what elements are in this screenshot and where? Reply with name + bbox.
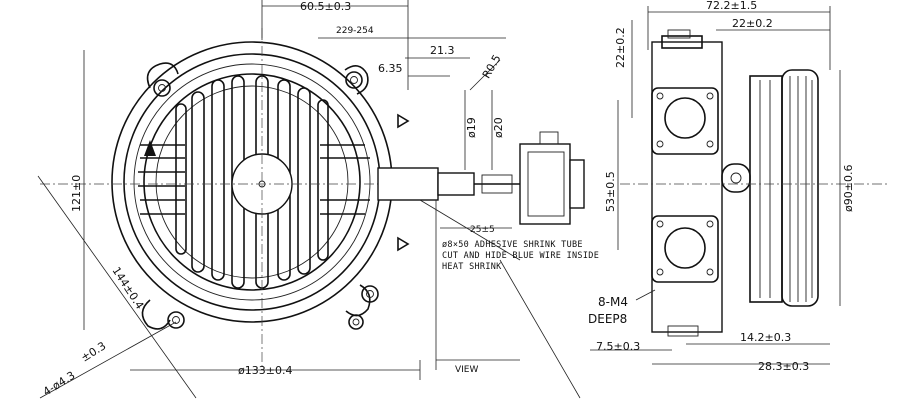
inner-ring-2: [143, 73, 361, 291]
dim-phi90: ø90±0.6: [842, 165, 855, 212]
dim-left-22: 22±0.2: [614, 27, 627, 68]
side-body: [651, 41, 723, 333]
lower-port: [651, 215, 719, 283]
dim-144: 144±0.4: [109, 265, 146, 312]
dim-21-3: 21.3: [430, 44, 455, 57]
note-line-1: ø8×50 ADHESIVE SHRINK TUBE: [442, 240, 583, 250]
dim-r0-5: R0.5: [480, 52, 504, 80]
mount-hole-br: [361, 285, 379, 303]
dim-phi19: ø19: [465, 117, 478, 138]
motor-can: [749, 75, 783, 303]
dim-holes-tol: ±0.3: [79, 339, 109, 364]
front-view: [40, 28, 585, 370]
mount-hole-tl: [153, 79, 171, 97]
dim-121: 121±0: [70, 175, 83, 212]
rotation-arrow-icon: [144, 140, 156, 156]
note-line-2: CUT AND HIDE BLUE WIRE INSIDE: [442, 251, 599, 261]
mount-hole-bm: [348, 314, 364, 330]
thread-line-2: DEEP8: [588, 312, 627, 326]
dim-28-3: 28.3±0.3: [758, 360, 809, 373]
dim-6-35: 6.35: [378, 62, 403, 75]
dim-view: VIEW: [455, 365, 478, 375]
dim-14-2: 14.2±0.3: [740, 331, 791, 344]
upper-port: [651, 87, 719, 155]
connector-plug: [519, 131, 585, 225]
dim-right-22: 22±0.2: [732, 17, 773, 30]
dim-7-5: 7.5±0.3: [596, 340, 640, 353]
mounting-lugs: [141, 62, 379, 330]
dim-72-2: 72.2±1.5: [706, 0, 757, 12]
dim-60-5: 60.5±0.3: [300, 0, 351, 13]
dim-53: 53±0.5: [604, 171, 617, 212]
note-line-3: HEAT SHRINK: [442, 262, 502, 272]
dim-holes: 4-ø4.3: [41, 369, 78, 399]
hub-ring: [155, 85, 349, 279]
side-dimensions: 72.2±1.5 22±0.2 22±0.2 53±0.5 ø90±0.6 14…: [590, 0, 855, 373]
inner-ring: [133, 63, 371, 301]
front-dimensions: 60.5±0.3 229-254 21.3 6.35 R0.5 ø19 ø20 …: [37, 0, 581, 399]
thread-line-1: 8-M4: [598, 295, 628, 309]
mount-hole-bl: [167, 311, 185, 329]
cooling-fins: [138, 75, 370, 289]
dim-25: 25±5: [470, 225, 495, 235]
dim-phi133: ø133±0.4: [238, 364, 292, 377]
mount-hole-tr: [345, 71, 363, 89]
side-view: [620, 29, 890, 337]
cable-outlet: [377, 167, 520, 201]
dim-phi20: ø20: [492, 117, 505, 138]
dim-229-254: 229-254: [336, 26, 374, 36]
